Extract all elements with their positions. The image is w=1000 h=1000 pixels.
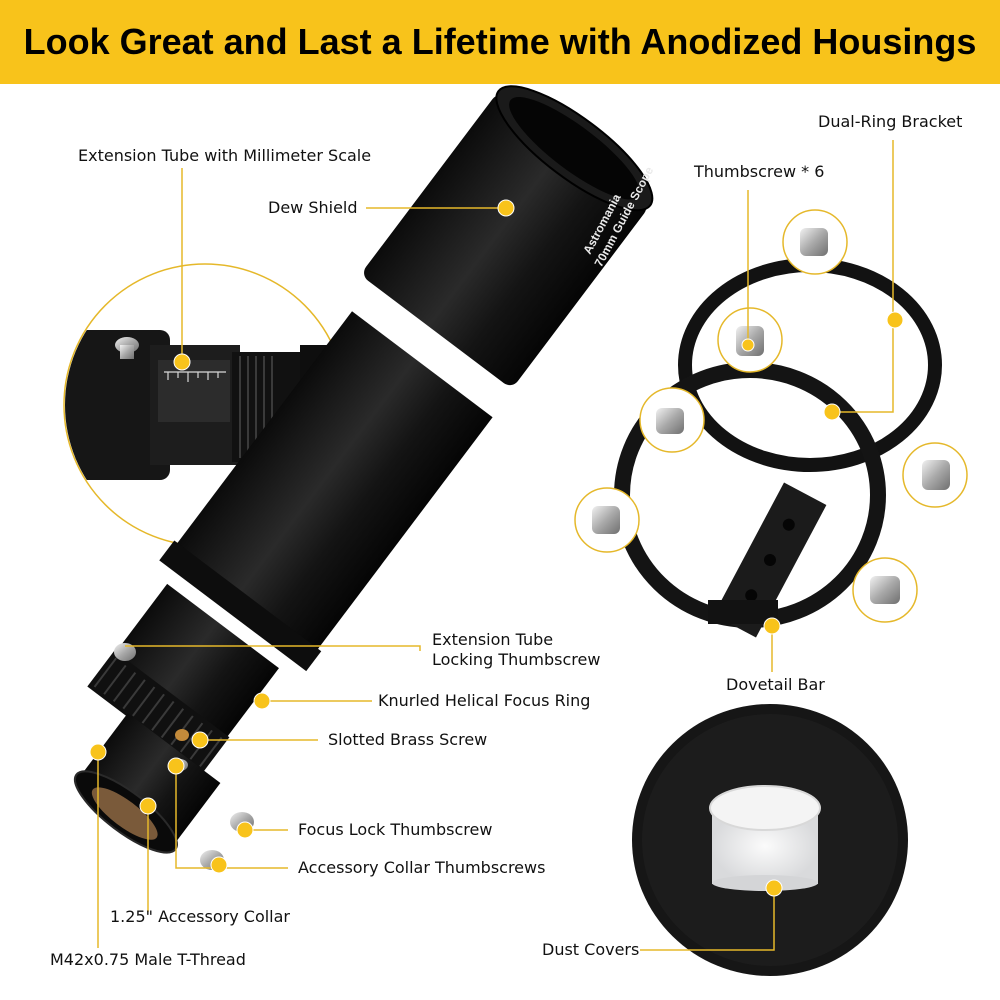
title-banner: Look Great and Last a Lifetime with Anod…: [0, 0, 1000, 84]
label-slotted-brass-screw: Slotted Brass Screw: [328, 730, 488, 749]
label-dual-ring-bracket: Dual-Ring Bracket: [818, 112, 963, 131]
label-thumbscrew-count: Thumbscrew * 6: [694, 162, 825, 181]
guide-scope-body: [73, 85, 654, 870]
label-dust-covers: Dust Covers: [542, 940, 640, 959]
label-knurled-focus-ring: Knurled Helical Focus Ring: [378, 691, 591, 710]
label-accessory-collar-thumbscrews: Accessory Collar Thumbscrews: [298, 858, 546, 877]
label-dew-shield: Dew Shield: [268, 198, 358, 217]
dust-covers: [632, 704, 908, 976]
label-focus-lock-thumbscrew: Focus Lock Thumbscrew: [298, 820, 493, 839]
label-t-thread: M42x0.75 Male T-Thread: [50, 950, 246, 969]
label-dovetail-bar: Dovetail Bar: [726, 675, 825, 694]
label-accessory-collar: 1.25" Accessory Collar: [110, 907, 290, 926]
scale-detail-inset: [63, 263, 347, 547]
label-extension-tube-locking: Extension Tube Locking Thumbscrew: [432, 630, 601, 669]
banner-title: Look Great and Last a Lifetime with Anod…: [23, 21, 977, 62]
label-extension-tube-scale: Extension Tube with Millimeter Scale: [78, 146, 372, 165]
